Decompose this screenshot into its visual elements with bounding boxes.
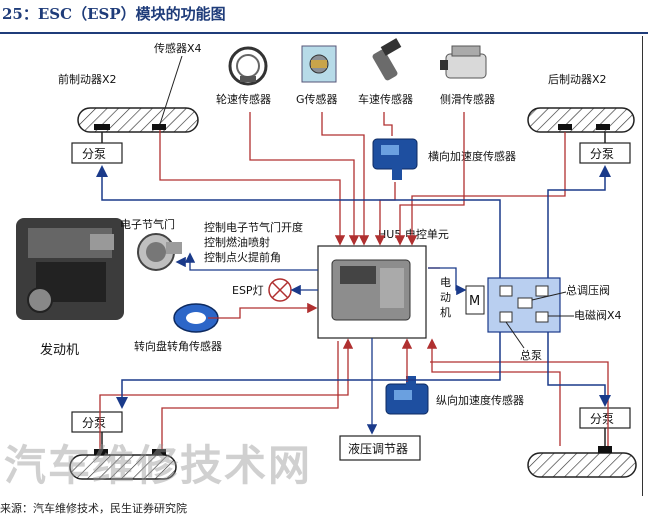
hydraulic-lines — [96, 165, 611, 409]
front-brake-label: 前制动器X2 — [58, 72, 117, 86]
control-line-2: 控制燃油喷射 — [204, 235, 270, 249]
pump-label-br: 分泵 — [590, 412, 614, 426]
motor-box: M — [465, 285, 485, 315]
longitudinal-accel-sensor-icon — [385, 376, 429, 415]
front-left-wheel — [77, 107, 199, 133]
pump-label-rr: 分泵 — [590, 147, 614, 161]
electronic-throttle-icon — [137, 233, 182, 271]
sensor-leader-line — [159, 55, 183, 125]
master-pump-label: 总泵 — [520, 348, 542, 362]
motor-symbol: M — [469, 294, 480, 309]
title-rule — [0, 32, 648, 34]
figure-title: 25：ESC（ESP）模块的功能图 — [2, 5, 226, 23]
pump-box-front-left: 分泵 — [71, 142, 123, 164]
pump-box-bottom-left: 分泵 — [71, 411, 123, 433]
lateral-accel-sensor-icon — [372, 138, 418, 180]
motor-label-3: 机 — [440, 305, 451, 319]
rear-right-wheel-top — [527, 107, 635, 133]
signal-lines — [99, 112, 609, 449]
steering-angle-sensor-label: 转向盘转角传感器 — [134, 339, 222, 353]
wheel-speed-sensor-icon — [228, 46, 268, 86]
control-line-1: 控制电子节气门开度 — [204, 220, 303, 234]
pump-box-rear-right: 分泵 — [579, 142, 631, 164]
pressure-valve-leader — [531, 291, 567, 301]
pressure-valve-label: 总调压阀 — [566, 283, 610, 297]
engine-icon — [16, 218, 124, 320]
pump-label-fl: 分泵 — [82, 147, 106, 161]
sensor-x4-label: 传感器X4 — [154, 42, 202, 55]
vehicle-speed-sensor-label: 车速传感器 — [358, 92, 413, 106]
g-sensor-icon — [301, 45, 337, 83]
esp-lamp-label: ESP灯 — [232, 284, 264, 297]
esp-function-diagram: 前制动器X2 后制动器X2 传感器X4 分泵 分泵 分泵 分泵 轮速传感器 G传… — [16, 38, 637, 480]
motor-label-2: 动 — [440, 291, 451, 304]
regulator-label: 液压调节器 — [348, 441, 408, 456]
wheel-speed-sensor-label: 轮速传感器 — [216, 92, 271, 106]
lateral-accel-sensor-label: 横向加速度传感器 — [428, 149, 516, 163]
control-lines — [175, 252, 467, 435]
vehicle-speed-sensor-icon — [372, 38, 402, 81]
solenoid-valve-label: 电磁阀X4 — [574, 308, 622, 322]
pump-box-bottom-right: 分泵 — [579, 407, 631, 429]
g-sensor-label: G传感器 — [296, 93, 338, 106]
engine-label: 发动机 — [40, 342, 79, 358]
front-left-wheel-bottom — [69, 449, 177, 480]
figure-frame — [0, 36, 643, 496]
motor-label-1: 电 — [440, 276, 451, 289]
longitudinal-accel-sensor-label: 纵向加速度传感器 — [436, 393, 524, 407]
figure-source: 来源：汽车维修技术，民生证券研究院 — [0, 502, 187, 515]
master-pump-leader — [505, 321, 525, 349]
yaw-sensor-icon — [440, 45, 487, 79]
throttle-label: 电子节气门 — [120, 217, 175, 231]
watermark-text: 汽车维修技术网 — [4, 441, 313, 490]
yaw-sensor-label: 侧滑传感器 — [440, 93, 495, 106]
rear-right-wheel-bottom — [527, 446, 637, 478]
ecu-label: HU5 电控单元 — [378, 227, 449, 241]
rear-brake-label: 后制动器X2 — [548, 73, 607, 86]
pump-label-bl: 分泵 — [82, 416, 106, 430]
hydraulic-unit — [487, 277, 561, 333]
control-line-3: 控制点火提前角 — [204, 250, 281, 264]
esp-lamp-icon — [268, 278, 292, 302]
regulator-box: 液压调节器 — [339, 435, 421, 461]
ecu-unit — [317, 245, 427, 339]
